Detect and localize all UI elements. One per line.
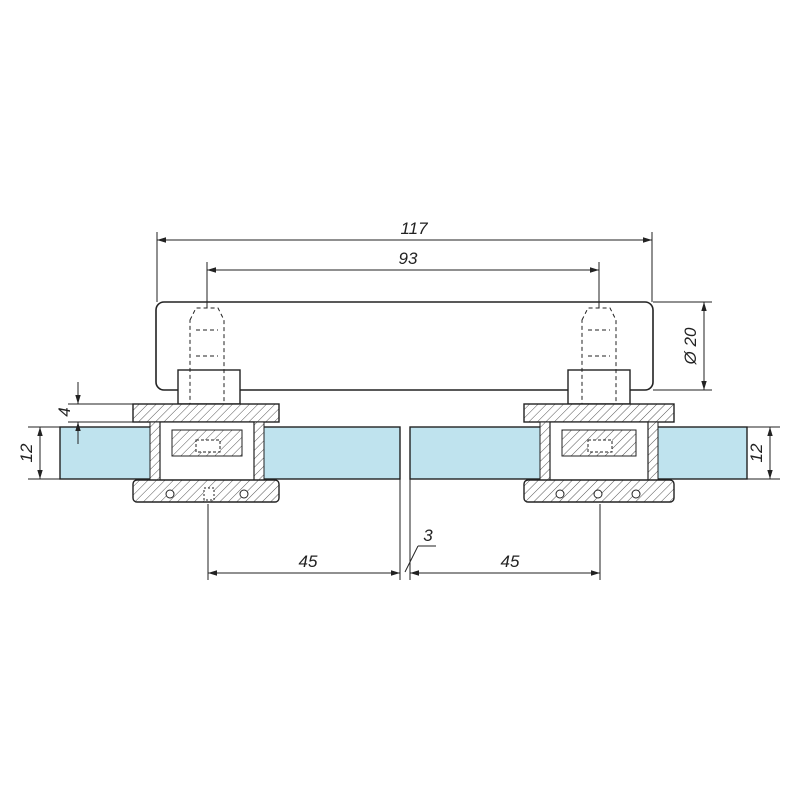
dimension-glass-left: 12 xyxy=(17,426,60,480)
dimension-bar-diameter: Ø 20 xyxy=(653,301,712,391)
clamp-right-top-outer xyxy=(523,403,675,423)
fitting-left xyxy=(132,307,280,503)
standoff-right xyxy=(567,369,631,405)
dimension-center-distance-label: 93 xyxy=(399,249,418,268)
handle-bar-body xyxy=(155,301,654,391)
clamp-left-wall-r xyxy=(253,421,265,483)
dimension-overall-length: 117 xyxy=(156,219,653,302)
dimension-glass-left-label: 12 xyxy=(17,443,36,462)
dimension-center-distance: 93 xyxy=(206,249,600,308)
clamp-left-wall-l xyxy=(149,421,161,483)
dimension-gap-label: 3 xyxy=(423,526,433,545)
dimension-pad-thickness: 4 xyxy=(55,382,133,444)
fitting-right xyxy=(523,307,675,503)
dimension-offset-right-label: 45 xyxy=(501,552,520,571)
glass-panel-right-inner xyxy=(409,426,546,480)
standoff-left xyxy=(177,369,241,405)
glass-panel-left-outer xyxy=(59,426,157,480)
dimension-offset-left-label: 45 xyxy=(299,552,318,571)
dimension-overall-length-label: 117 xyxy=(400,219,428,238)
dimension-bar-diameter-label: Ø 20 xyxy=(681,327,700,365)
glass-panel-left-inner xyxy=(262,426,401,480)
dimension-gap: 3 xyxy=(399,479,436,580)
dimension-offset-right: 45 xyxy=(410,504,601,580)
dimension-glass-right: 12 xyxy=(747,426,780,480)
clamp-left-top-outer xyxy=(132,403,280,423)
dimension-offset-left: 45 xyxy=(207,504,400,580)
handle-bar xyxy=(155,301,654,391)
clamp-right-wall-l xyxy=(539,421,551,483)
glass-panels xyxy=(59,426,748,480)
dimension-glass-right-label: 12 xyxy=(747,443,766,462)
dimension-pad-thickness-label: 4 xyxy=(55,407,74,416)
glass-panel-right-outer xyxy=(654,426,748,480)
clamp-right-wall-r xyxy=(647,421,659,483)
